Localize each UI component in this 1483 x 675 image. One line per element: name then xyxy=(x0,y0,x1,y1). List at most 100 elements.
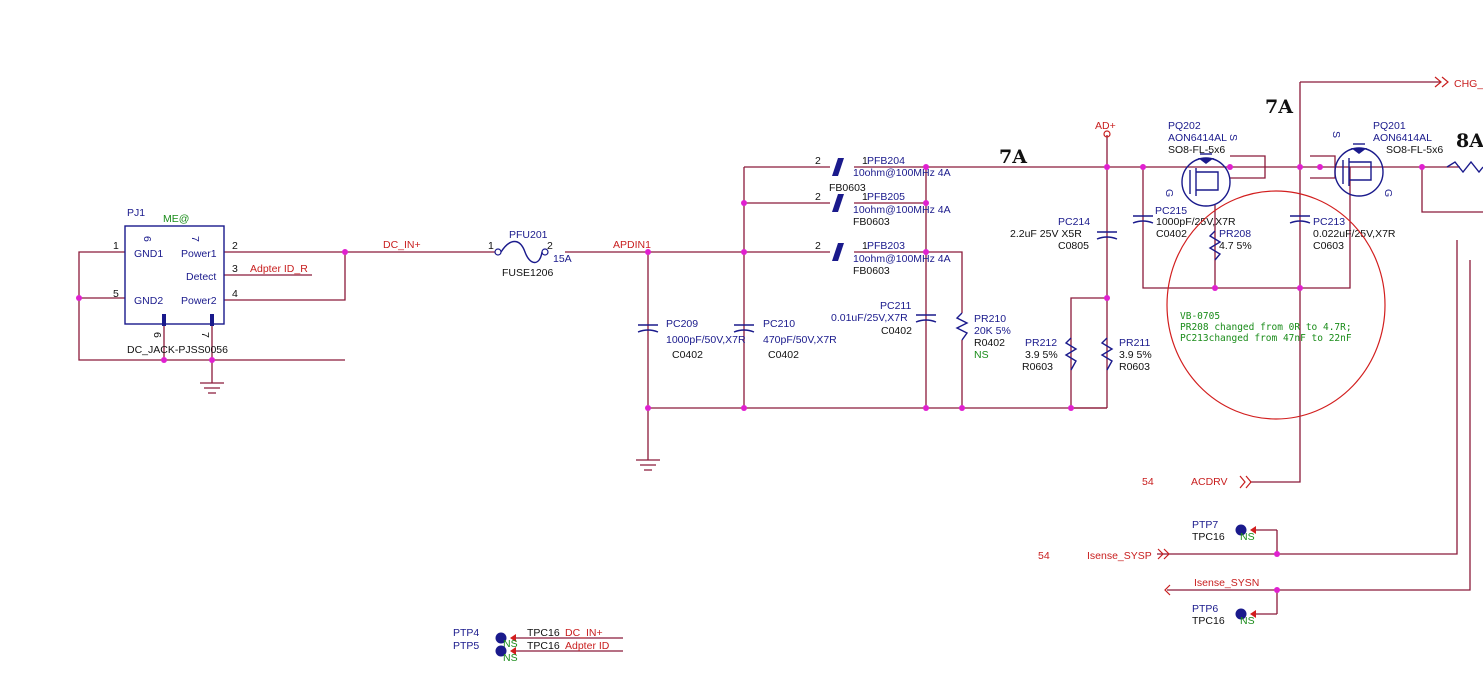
pin-number-5: 5 xyxy=(113,288,119,300)
mosfet-pq202-package: SO8-FL-5x6 xyxy=(1168,144,1225,156)
capacitor-pc209-package: C0402 xyxy=(672,349,703,361)
test-point-ptp5-net: Adpter ID xyxy=(565,640,610,652)
page-ref-isense-sysp: 54 xyxy=(1038,550,1050,562)
ferrite-pfb204: 2 1 PFB204 10ohm@100MHz 4A FB0603 xyxy=(815,155,951,194)
test-point-ptp5-note: NS xyxy=(503,652,518,664)
test-point-ptp5-refdes: PTP5 xyxy=(453,640,479,652)
test-point-ptp4-net: DC_IN+ xyxy=(565,627,603,639)
ferrite-pfb205-pin2: 2 xyxy=(815,191,821,203)
pin-number-3: 3 xyxy=(232,263,238,275)
ferrite-pfb203: 2 1 PFB203 10ohm@100MHz 4A FB0603 xyxy=(815,240,951,277)
resistor-pr210: PR210 20K 5% R0402 NS xyxy=(955,312,1011,361)
resistor-pr210-refdes: PR210 xyxy=(974,313,1006,325)
test-point-ptp5-part: TPC16 xyxy=(527,640,560,652)
resistor-pr210-package: R0402 xyxy=(974,337,1005,349)
mosfet-pq201-pin-s: S xyxy=(1330,131,1342,138)
net-port-isense-sysp: 54 Isense_SYSP xyxy=(1038,548,1170,562)
fuse-rating: 15A xyxy=(553,253,572,265)
ferrite-pfb203-pin2: 2 xyxy=(815,240,821,252)
capacitor-pc210-refdes: PC210 xyxy=(763,318,795,330)
capacitor-pc209-value: 1000pF/50V,X7R xyxy=(666,334,746,346)
resistor-pr210-value: 20K 5% xyxy=(974,325,1011,337)
net-label-adapter-id-r: Adpter ID_R xyxy=(250,263,308,275)
net-label-dc-in: DC_IN+ xyxy=(383,239,421,251)
capacitor-pc209: PC209 1000pF/50V,X7R C0402 xyxy=(637,318,746,361)
current-label-7a-input: 7A xyxy=(999,146,1027,168)
capacitor-pc210: PC210 470pF/50V,X7R C0402 xyxy=(733,318,837,361)
resistor-pr212-refdes: PR212 xyxy=(1025,337,1057,349)
mosfet-pq201-part: AON6414AL xyxy=(1373,132,1432,144)
ferrite-pfb205-pin1: 1 xyxy=(862,191,868,203)
capacitor-pc213-package: C0603 xyxy=(1313,240,1344,252)
net-label-apdin1: APDIN1 xyxy=(613,239,651,251)
test-point-ptp6-refdes: PTP6 xyxy=(1192,603,1218,615)
inductor-stub xyxy=(1446,160,1483,174)
capacitor-pc209-refdes: PC209 xyxy=(666,318,698,330)
resistor-pr208-value: 4.7 5% xyxy=(1219,240,1252,252)
capacitor-pc214-refdes: PC214 xyxy=(1058,216,1090,228)
capacitor-pc213-value: 0.022uF/25V,X7R xyxy=(1313,228,1396,240)
resistor-pr208: PR208 4.7 5% xyxy=(1208,228,1252,261)
test-point-ptp7-note: NS xyxy=(1240,531,1255,543)
current-label-7a-mosfet: 7A xyxy=(1265,96,1293,118)
ferrite-pfb204-pin2: 2 xyxy=(815,155,821,167)
capacitor-pc211-package: C0402 xyxy=(881,325,912,337)
resistor-pr212-package: R0603 xyxy=(1022,361,1053,373)
mosfet-pq202-part: AON6414AL xyxy=(1168,132,1227,144)
pin-name-gnd1: GND1 xyxy=(134,248,163,260)
mosfet-pq202: PQ202 AON6414AL SO8-FL-5x6 S G xyxy=(1163,120,1239,207)
resistor-pr211-refdes: PR211 xyxy=(1119,337,1150,349)
connector-pin-6 xyxy=(162,314,166,326)
capacitor-pc211-refdes: PC211 xyxy=(880,300,911,312)
current-label-8a: 8A xyxy=(1456,130,1483,152)
ferrite-pfb204-value: 10ohm@100MHz 4A xyxy=(853,167,951,179)
resistor-pr211: PR211 3.9 5% R0603 xyxy=(1100,337,1152,373)
capacitor-pc210-package: C0402 xyxy=(768,349,799,361)
net-label-isense-sysn: Isense_SYSN xyxy=(1194,577,1259,589)
resistor-pr211-package: R0603 xyxy=(1119,361,1150,373)
ferrite-pfb204-package: FB0603 xyxy=(829,182,866,194)
test-point-ptp6-part: TPC16 xyxy=(1192,615,1225,627)
pin-name-power1: Power1 xyxy=(181,248,217,260)
fuse-pfu201: PFU201 1 2 15A FUSE1206 xyxy=(475,229,572,279)
test-point-ptp4-refdes: PTP4 xyxy=(453,627,479,639)
annotation-line-2: PC213changed from 47nF to 22nF xyxy=(1180,333,1352,344)
net-label-chg: CHG_ xyxy=(1454,78,1483,90)
ferrite-pfb205: 2 1 PFB205 10ohm@100MHz 4A FB0603 xyxy=(815,191,951,228)
test-point-ptp7-refdes: PTP7 xyxy=(1192,519,1218,531)
pin-name-gnd2: GND2 xyxy=(134,295,163,307)
capacitor-pc211-value: 0.01uF/25V,X7R xyxy=(831,312,908,324)
connector-tag: ME@ xyxy=(163,213,189,225)
connector-pin-7 xyxy=(210,314,214,326)
ferrite-pfb204-pin1: 1 xyxy=(862,155,868,167)
capacitor-pc214: PC214 2.2uF 25V X5R C0805 xyxy=(1010,216,1118,252)
resistor-pr210-note: NS xyxy=(974,349,989,361)
connector-pj1: PJ1 ME@ GND1 GND2 Power1 Detect Power2 1… xyxy=(113,207,238,356)
capacitor-pc211: PC211 0.01uF/25V,X7R C0402 xyxy=(831,300,937,337)
pin-number-2: 2 xyxy=(232,240,238,252)
test-point-ptp6-note: NS xyxy=(1240,615,1255,627)
ferrite-pfb203-package: FB0603 xyxy=(853,265,890,277)
ground-symbol-center xyxy=(636,459,660,471)
ferrite-pfb203-refdes: PFB203 xyxy=(867,240,905,252)
net-label-ad-plus: AD+ xyxy=(1095,120,1116,132)
ground-symbol-left xyxy=(200,382,224,394)
capacitor-pc214-package: C0805 xyxy=(1058,240,1089,252)
ferrite-pfb205-package: FB0603 xyxy=(853,216,890,228)
resistor-pr212-value: 3.9 5% xyxy=(1025,349,1058,361)
resistor-pr211-value: 3.9 5% xyxy=(1119,349,1152,361)
capacitor-pc215-refdes: PC215 xyxy=(1155,205,1187,217)
ferrite-pfb203-pin1: 1 xyxy=(862,240,868,252)
mosfet-pq201-package: SO8-FL-5x6 xyxy=(1386,144,1443,156)
capacitor-pc213: PC213 0.022uF/25V,X7R C0603 xyxy=(1289,215,1396,252)
connector-part: DC_JACK-PJSS0056 xyxy=(127,344,228,356)
resistor-pr208-refdes: PR208 xyxy=(1219,228,1251,240)
fuse-package: FUSE1206 xyxy=(502,267,554,279)
mosfet-pq202-refdes: PQ202 xyxy=(1168,120,1201,132)
ferrite-pfb204-refdes: PFB204 xyxy=(867,155,905,167)
net-port-isense-sysn: Isense_SYSN xyxy=(1164,577,1259,596)
connector-body xyxy=(124,225,225,325)
mosfet-pq202-pin-s: S xyxy=(1227,134,1239,141)
test-point-ptp6: PTP6 TPC16 NS xyxy=(1192,603,1256,627)
